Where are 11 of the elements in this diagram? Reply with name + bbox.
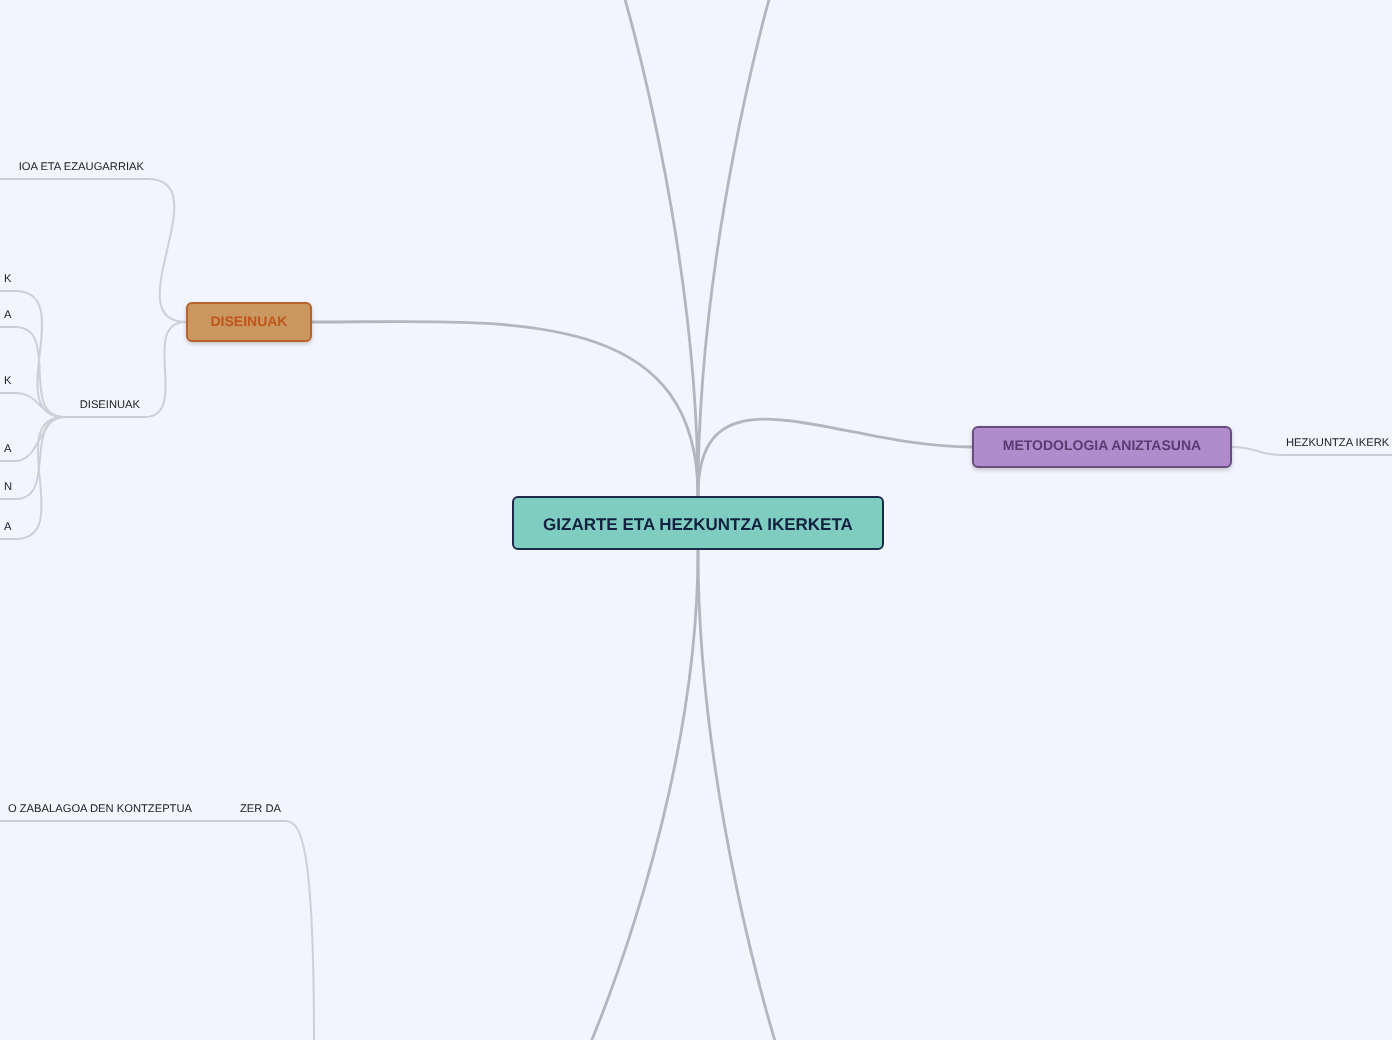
connector-line: [1231, 446, 1283, 456]
connector-line: [696, 0, 772, 497]
central-topic-box: GIZARTE ETA HEZKUNTZA IKERKETA: [512, 496, 884, 550]
connector-line: [312, 320, 700, 497]
connector-line: [147, 178, 187, 323]
connector-line: [284, 820, 315, 1040]
connector-line: [143, 321, 187, 418]
connector-line: [696, 549, 778, 1040]
connector-line: [696, 417, 973, 497]
connector-line: [195, 820, 237, 822]
connector-line: [14, 416, 65, 462]
